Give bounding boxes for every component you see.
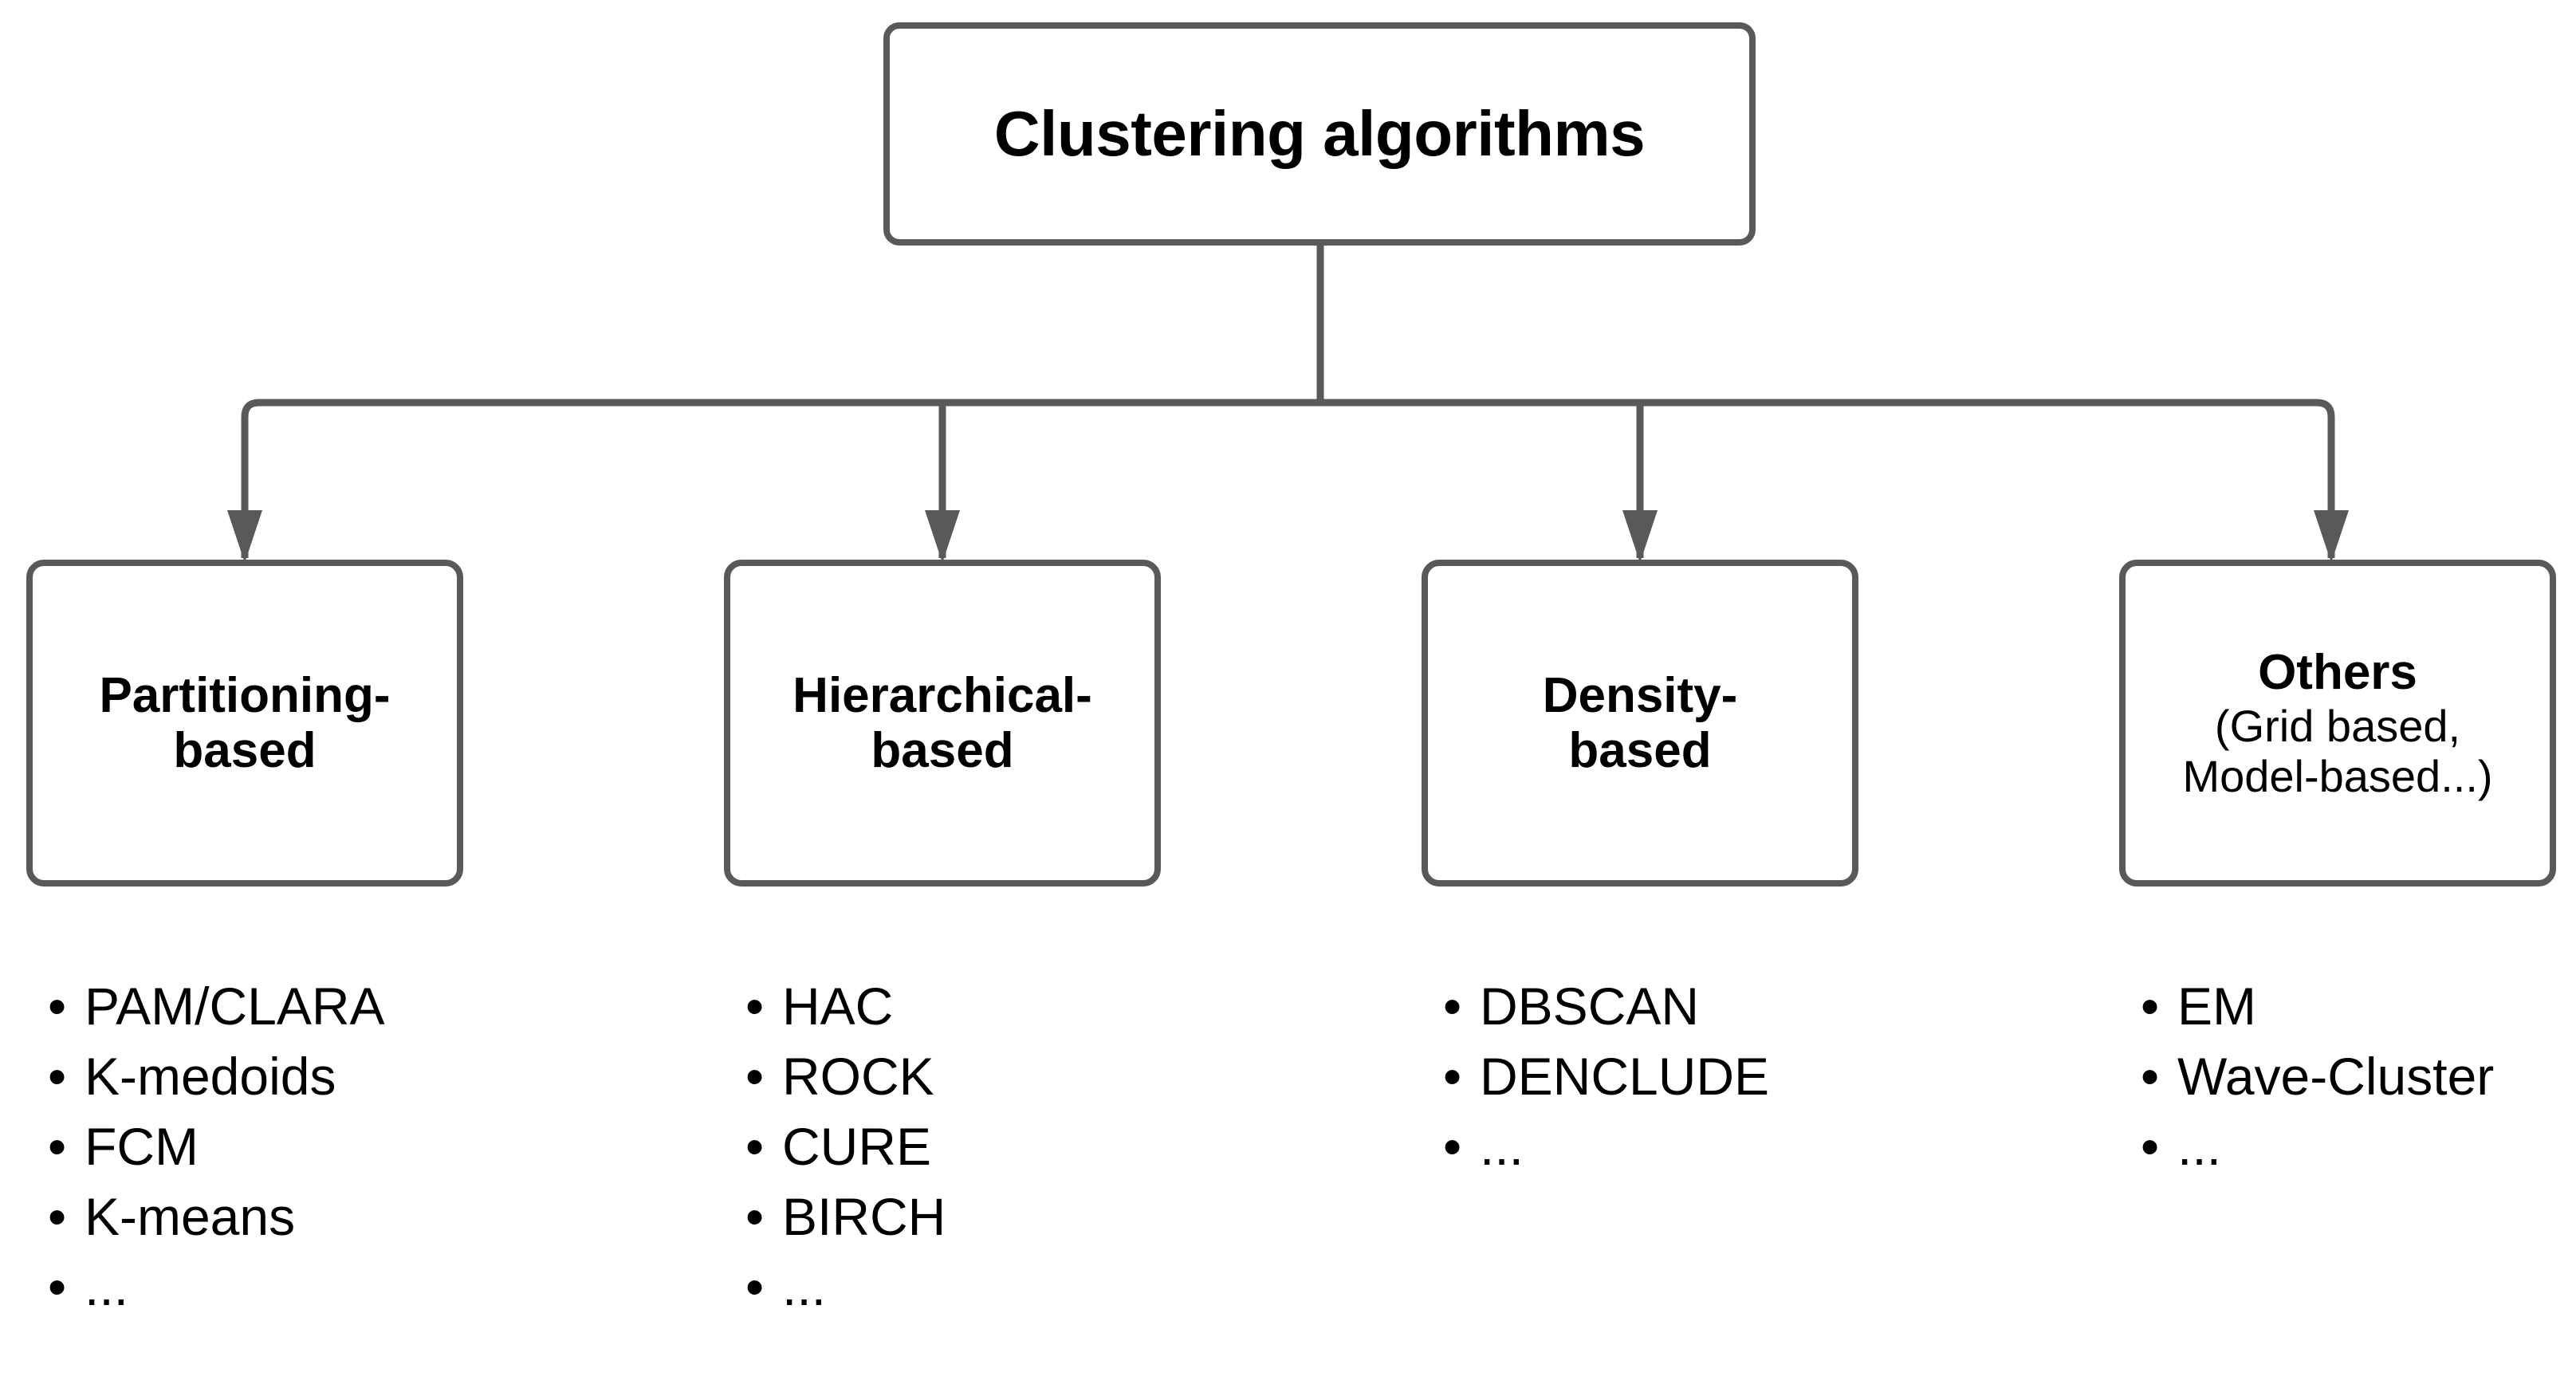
bullet-icon: • — [1443, 977, 1462, 1036]
bullet-icon: • — [48, 1047, 67, 1106]
list-item: •... — [745, 1252, 1240, 1322]
list-item-label: DBSCAN — [1480, 977, 1700, 1036]
bullet-icon: • — [745, 1187, 765, 1246]
list-item-label: Wave-Cluster — [2177, 1047, 2495, 1106]
list-item: • BIRCH — [745, 1181, 1240, 1252]
list-item-label: PAM/CLARA — [85, 977, 385, 1036]
connector-bus — [241, 399, 2335, 558]
bullet-icon: • — [1443, 1047, 1462, 1106]
bullet-icon: • — [745, 1117, 765, 1176]
node-others-sublabel: (Grid based, Model-based...) — [2182, 701, 2493, 801]
node-partitioning-based-label: Partitioning- based — [99, 667, 391, 778]
node-partitioning-based[interactable]: Partitioning- based — [26, 560, 463, 887]
bullet-icon: • — [745, 1257, 765, 1316]
node-others[interactable]: Others (Grid based, Model-based...) — [2119, 560, 2556, 887]
bullet-icon: • — [745, 1047, 765, 1106]
arrowhead-density-icon — [1622, 510, 1658, 563]
list-item-label: ... — [85, 1257, 129, 1316]
bullet-icon: • — [1443, 1117, 1462, 1176]
list-item: • Wave-Cluster — [2141, 1041, 2576, 1111]
bullet-icon: • — [745, 977, 765, 1036]
bullet-icon: • — [48, 1257, 67, 1316]
node-hierarchical-based-label: Hierarchical- based — [792, 667, 1092, 778]
algorithm-list-partitioning-based: • PAM/CLARA • K-medoids • FCM • K-means •... — [48, 971, 542, 1322]
bullet-icon: • — [2141, 977, 2160, 1036]
bullet-icon: • — [48, 977, 67, 1036]
bullet-icon: • — [48, 1117, 67, 1176]
algorithm-list-others: •EM•Wave-Cluster•... — [2141, 971, 2576, 1181]
list-item: • FCM — [48, 1111, 542, 1181]
list-item-label: ... — [782, 1257, 827, 1316]
node-density-based[interactable]: Density- based — [1422, 560, 1858, 887]
node-root[interactable]: Clustering algorithms — [883, 22, 1756, 246]
bullet-icon: • — [48, 1187, 67, 1246]
list-item: •... — [2141, 1111, 2576, 1181]
list-item: • EM — [2141, 971, 2576, 1041]
list-item-label: ... — [2177, 1117, 2222, 1176]
arrowhead-partitioning-icon — [227, 510, 262, 563]
list-item-label: CURE — [782, 1117, 932, 1176]
list-item-label: ... — [1480, 1117, 1524, 1176]
list-item-label: BIRCH — [782, 1187, 946, 1246]
list-item: • K-medoids — [48, 1041, 542, 1111]
list-item: • DBSCAN — [1443, 971, 1937, 1041]
list-item-label: DENCLUDE — [1480, 1047, 1770, 1106]
arrowhead-others-icon — [2314, 510, 2349, 563]
list-item-label: HAC — [782, 977, 894, 1036]
list-item: •... — [48, 1252, 542, 1322]
list-item: • PAM/CLARA — [48, 971, 542, 1041]
node-density-based-label: Density- based — [1542, 667, 1738, 778]
list-item: • HAC — [745, 971, 1240, 1041]
list-item: • ROCK — [745, 1041, 1240, 1111]
list-item-label: ROCK — [782, 1047, 934, 1106]
node-others-label: Others — [2258, 644, 2417, 700]
list-item-label: K-medoids — [85, 1047, 336, 1106]
list-item: • DENCLUDE — [1443, 1041, 1937, 1111]
bullet-icon: • — [2141, 1117, 2160, 1176]
list-item-label: FCM — [85, 1117, 199, 1176]
list-item-label: EM — [2177, 977, 2256, 1036]
node-root-label: Clustering algorithms — [993, 98, 1646, 169]
node-hierarchical-based[interactable]: Hierarchical- based — [724, 560, 1161, 887]
list-item: • CURE — [745, 1111, 1240, 1181]
arrowhead-hierarchical-icon — [925, 510, 960, 563]
list-item: • K-means — [48, 1181, 542, 1252]
list-item-label: K-means — [85, 1187, 296, 1246]
algorithm-list-density-based: •DBSCAN•DENCLUDE•... — [1443, 971, 1937, 1181]
algorithm-list-hierarchical-based: • HAC • ROCK • CURE • BIRCH •... — [745, 971, 1240, 1322]
list-item: •... — [1443, 1111, 1937, 1181]
bullet-icon: • — [2141, 1047, 2160, 1106]
